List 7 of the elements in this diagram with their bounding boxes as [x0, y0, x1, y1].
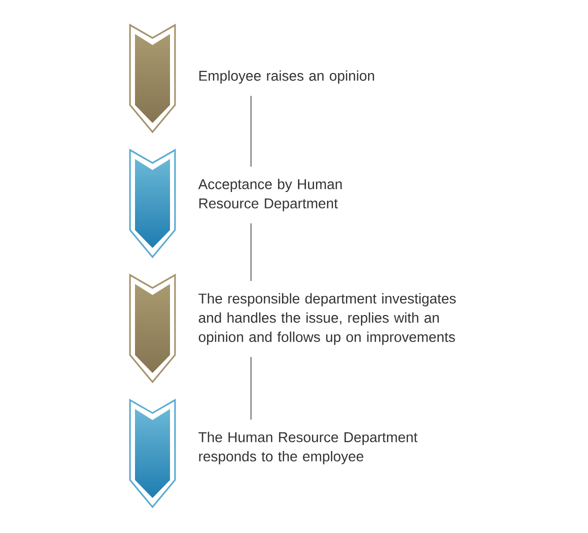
step-text: Acceptance by Human Resource Department	[198, 178, 342, 212]
step-text: The responsible department investigates and handles the issue, replies with an opinion and follows up on improvements	[198, 293, 456, 345]
connector-line	[250, 356, 252, 420]
connector-line	[250, 95, 252, 167]
step-text: The Human Resource Department responds to the employee	[198, 432, 418, 464]
step-text: Employee raises an opinion	[199, 70, 374, 84]
connector-line	[250, 223, 252, 282]
